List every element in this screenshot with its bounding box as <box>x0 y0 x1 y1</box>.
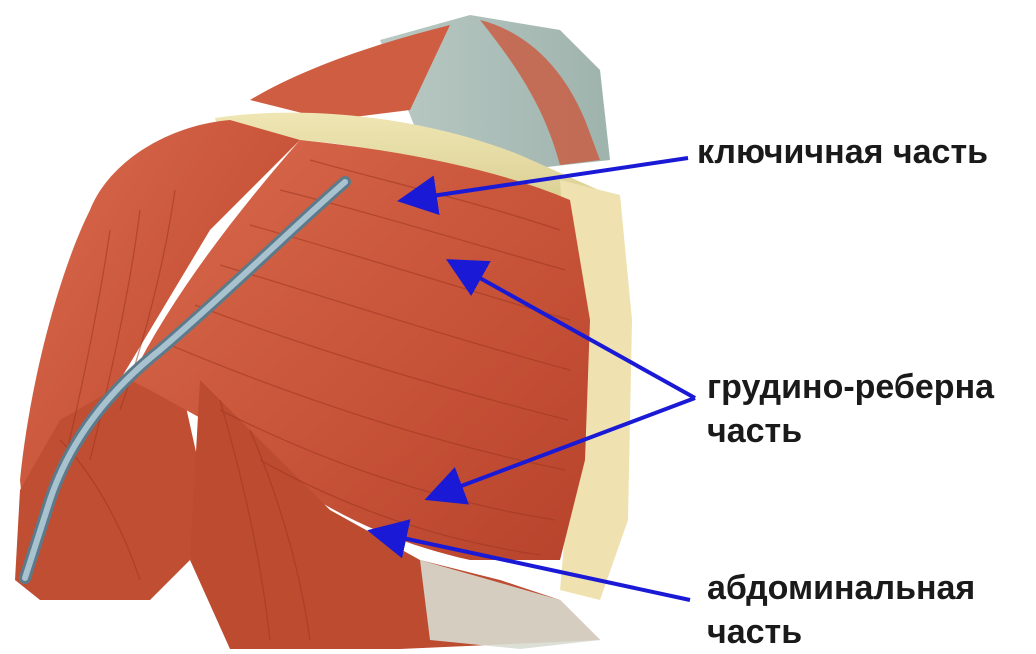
abdominal-part-label-line2: часть <box>707 611 975 654</box>
abdominal-part-label-line1: абдоминальная <box>707 567 975 611</box>
clavicular-part-label-text: ключичная часть <box>697 131 988 175</box>
sternocostal-part-label-line1: грудино-реберна <box>707 366 994 410</box>
sternocostal-part-label-line2: часть <box>707 410 994 454</box>
clavicular-part-label: ключичная часть <box>697 131 988 175</box>
sternocostal-part-label: грудино-реберна часть <box>707 366 994 453</box>
abdominal-part-label: абдоминальная часть <box>707 567 975 654</box>
